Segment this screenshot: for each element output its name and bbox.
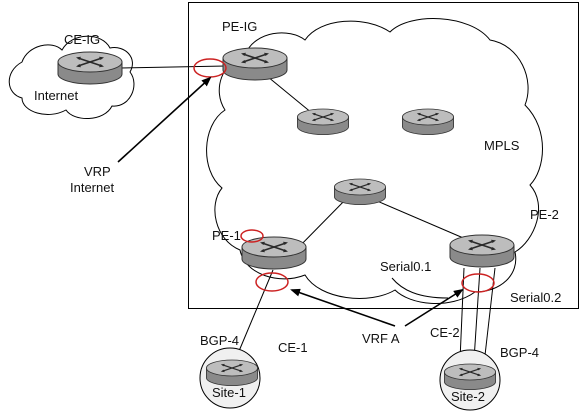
link-core-pe2 <box>369 197 476 244</box>
link-pe2-ce2-a <box>459 267 465 361</box>
label-internet-cloud: Internet <box>34 88 78 103</box>
router-icon-pe-ig <box>222 47 288 81</box>
arrow-icon-vrp <box>117 76 212 163</box>
router-icon-ce-1 <box>205 359 259 387</box>
label-site-2: Site-2 <box>451 389 485 404</box>
router-icon-pe-2 <box>449 234 515 268</box>
link-pe2-ce2-b <box>473 267 481 361</box>
serial-curve <box>391 277 449 299</box>
interface-ring-pe1-top <box>240 229 264 243</box>
label-pe-ig: PE-IG <box>222 19 257 34</box>
provider-network-box <box>188 2 579 309</box>
link-ceig-peig <box>119 65 227 69</box>
interface-ring-peig <box>193 58 227 78</box>
mpls-cloud <box>206 18 543 304</box>
router-icon-ce-ig <box>57 51 123 85</box>
link-pe1-ce1 <box>233 269 274 364</box>
label-bgp4-left: BGP-4 <box>200 333 239 348</box>
label-ce-1: CE-1 <box>278 340 308 355</box>
label-serial02: Serial0.2 <box>510 290 561 305</box>
label-vrp-line2: Internet <box>70 180 114 195</box>
arrow-icon-vrf-right <box>404 288 464 327</box>
label-vrp-line1: VRP <box>84 164 111 179</box>
interface-ring-pe1 <box>255 272 289 292</box>
label-serial01: Serial0.1 <box>380 259 431 274</box>
label-vrf-a: VRF A <box>362 331 400 346</box>
label-ce-ig: CE-IG <box>64 32 100 47</box>
label-bgp4-right: BGP-4 <box>500 345 539 360</box>
router-icon-core-3 <box>333 178 387 206</box>
label-pe-2: PE-2 <box>530 207 559 222</box>
label-mpls: MPLS <box>484 138 520 153</box>
label-pe-1: PE-1 <box>212 228 241 243</box>
router-icon-ce-2 <box>443 363 497 391</box>
interface-ring-pe2 <box>461 273 495 293</box>
arrow-icon-vrf-left <box>290 288 396 327</box>
router-icon-core-2 <box>401 108 455 136</box>
label-ce-2: CE-2 <box>430 325 460 340</box>
label-site-1: Site-1 <box>212 385 246 400</box>
router-icon-core-1 <box>296 108 350 136</box>
